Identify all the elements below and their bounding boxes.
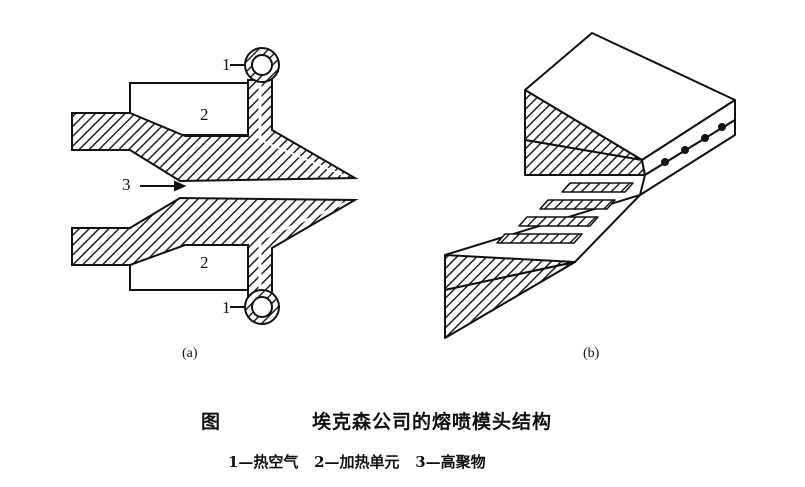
callout-polymer: 3 bbox=[122, 175, 131, 194]
callout-hot-air-lower: 1 bbox=[222, 298, 231, 317]
panel-b-die-3d bbox=[444, 32, 736, 339]
figure-prefix: 图 bbox=[201, 411, 222, 433]
panel-b-label: (b) bbox=[583, 346, 600, 361]
callout-heating-lower: 2 bbox=[200, 253, 209, 272]
figure-title: 埃克森公司的熔喷模头结构 bbox=[312, 411, 553, 433]
upper-die-body bbox=[71, 79, 359, 183]
callout-heating-upper: 2 bbox=[200, 105, 209, 124]
callout-hot-air-upper: 1 bbox=[222, 55, 231, 74]
figure-legend: 1—热空气 2—加热单元 3—高聚物 bbox=[228, 453, 486, 471]
panel-a-die-cross-section bbox=[71, 47, 359, 325]
panel-a-label: (a) bbox=[182, 346, 198, 361]
